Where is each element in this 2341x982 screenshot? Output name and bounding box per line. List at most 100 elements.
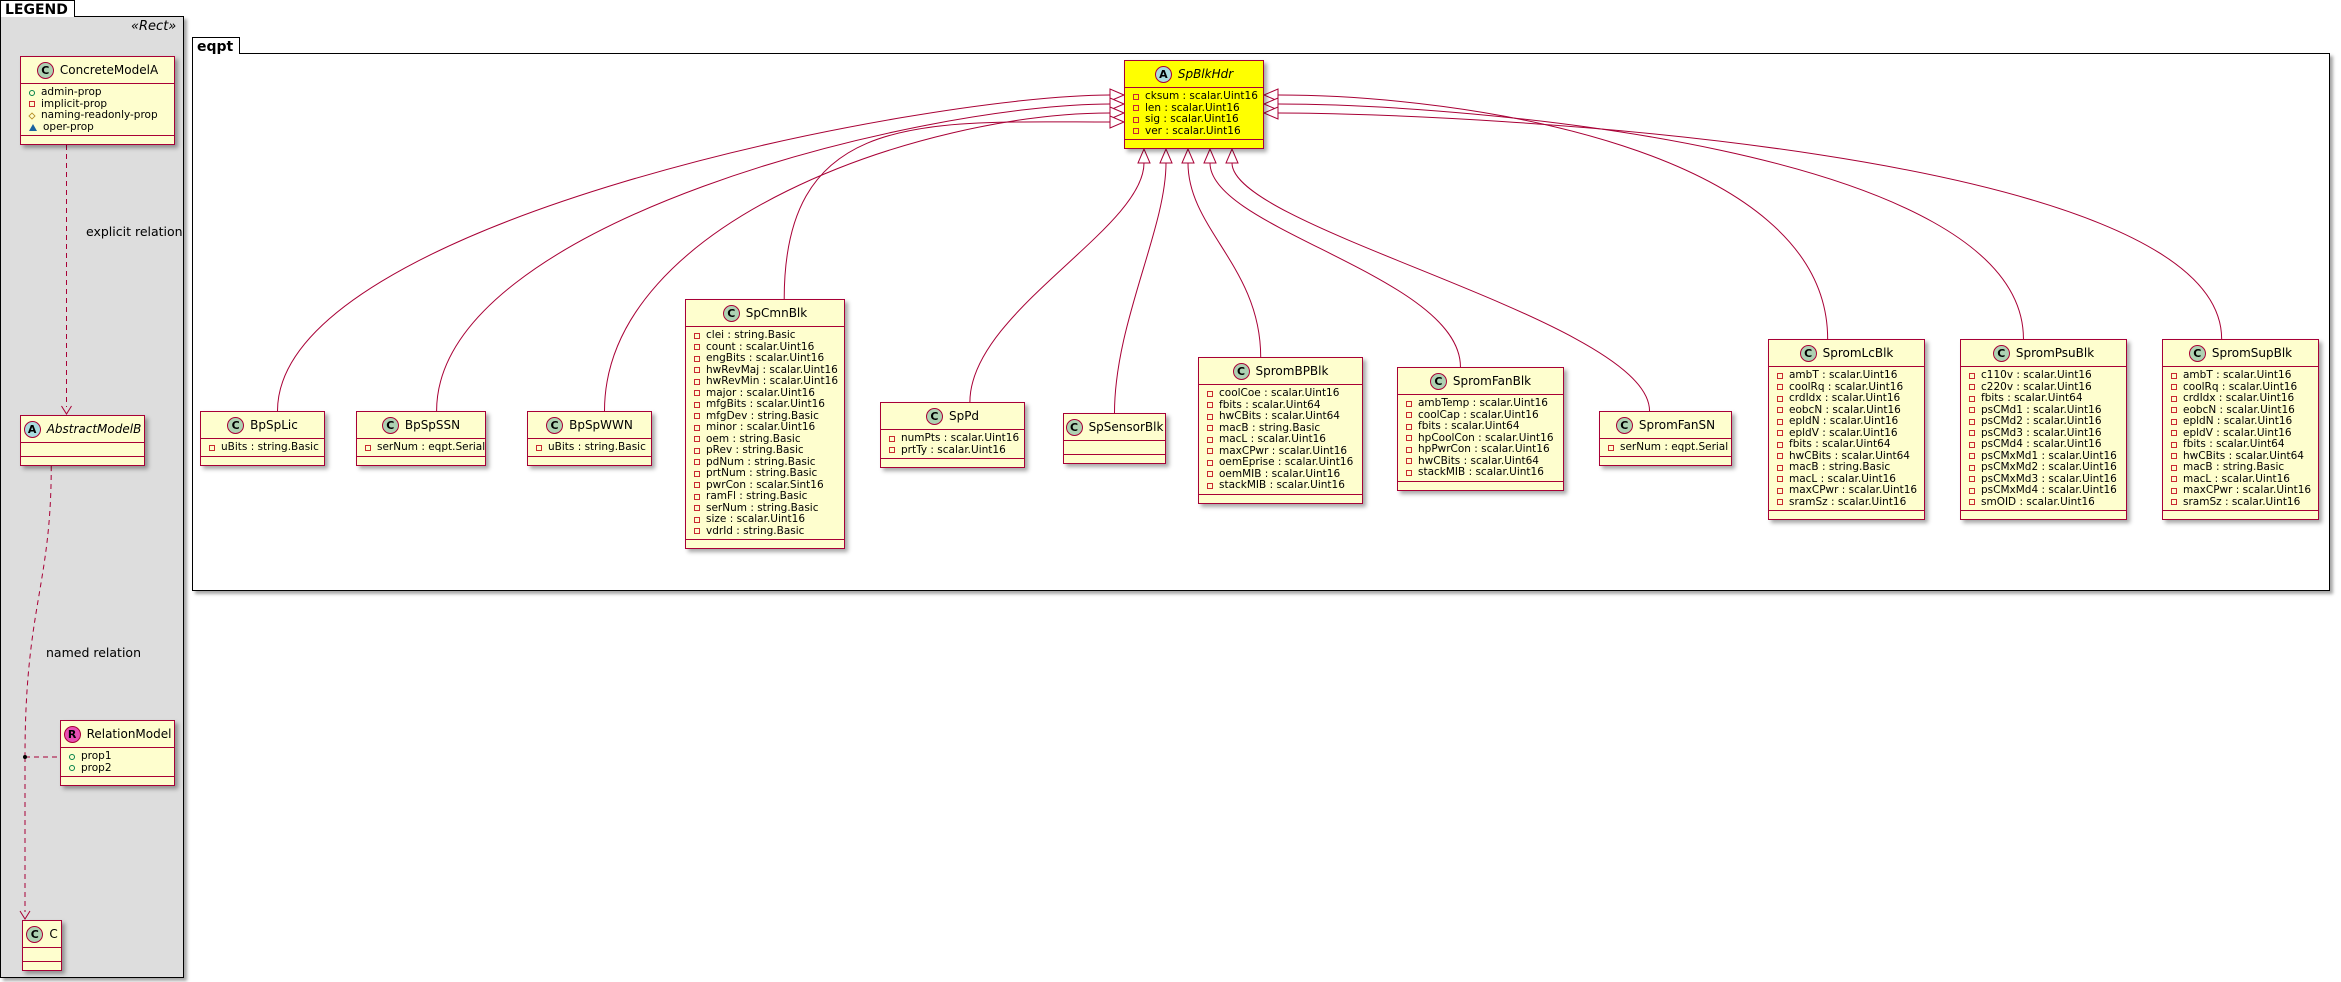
class-icon: C bbox=[1232, 362, 1250, 380]
attribute-text: ambT : scalar.Uint16 bbox=[1789, 369, 1898, 381]
attribute-row: macB : string.Basic bbox=[1777, 461, 1916, 474]
named-relation-line bbox=[24, 465, 52, 758]
private-visibility-icon bbox=[1207, 482, 1213, 489]
attribute-text: mfgBits : scalar.Uint16 bbox=[706, 398, 825, 410]
attribute-text: clei : string.Basic bbox=[706, 329, 796, 341]
attribute-text: admin-prop bbox=[41, 86, 102, 98]
class-sprom-fan-blk-operations bbox=[1398, 482, 1563, 490]
attribute-text: eobcN : scalar.Uint16 bbox=[1789, 403, 1901, 416]
legend-title: LEGEND bbox=[5, 2, 68, 18]
class-sprom-fan-sn-attributes: serNum : eqpt.Serial bbox=[1600, 439, 1731, 457]
private-visibility-icon bbox=[1133, 105, 1139, 112]
attribute-row: size : scalar.Uint16 bbox=[694, 513, 836, 526]
attribute-row: oem : string.Basic bbox=[694, 433, 836, 446]
named-relation-label: named relation bbox=[46, 645, 141, 660]
private-visibility-icon bbox=[1777, 464, 1783, 471]
attribute-text: pwrCon : scalar.Sint16 bbox=[706, 478, 824, 491]
private-visibility-icon bbox=[1406, 412, 1412, 419]
private-visibility-icon bbox=[365, 444, 371, 451]
attribute-text: psCMd4 : scalar.Uint16 bbox=[1981, 438, 2102, 450]
attribute-text: uBits : string.Basic bbox=[548, 441, 646, 453]
attribute-text: engBits : scalar.Uint16 bbox=[706, 352, 825, 364]
attribute-row: maxCPwr : scalar.Uint16 bbox=[2171, 484, 2312, 497]
inheritance-arrowhead bbox=[1159, 147, 1173, 164]
attribute-text: psCMxMd1 : scalar.Uint16 bbox=[1981, 449, 2117, 462]
attribute-text: serNum : eqpt.Serial bbox=[1620, 441, 1729, 453]
attribute-row: coolRq : scalar.Uint16 bbox=[1777, 381, 1916, 394]
sp-blk-hdr-name: SpBlkHdr bbox=[1177, 67, 1234, 81]
private-visibility-icon bbox=[1777, 407, 1783, 414]
inheritance-arrowhead bbox=[1181, 147, 1195, 164]
class-bp-sp-ssn-attributes: serNum : eqpt.Serial bbox=[357, 439, 485, 457]
private-visibility-icon bbox=[1969, 487, 1975, 494]
attribute-text: psCMd2 : scalar.Uint16 bbox=[1981, 415, 2102, 427]
private-visibility-icon bbox=[2171, 418, 2177, 425]
attribute-text: macL : scalar.Uint16 bbox=[2183, 472, 2290, 485]
private-visibility-icon bbox=[694, 482, 700, 489]
attribute-text: count : scalar.Uint16 bbox=[706, 340, 815, 353]
attribute-row: coolCoe : scalar.Uint16 bbox=[1207, 387, 1354, 400]
attribute-row: hwRevMaj : scalar.Uint16 bbox=[694, 364, 838, 377]
attribute-row: count : scalar.Uint16 bbox=[694, 340, 836, 354]
attribute-text: prop1 bbox=[81, 750, 112, 762]
inheritance-line bbox=[604, 112, 1111, 412]
private-visibility-icon bbox=[1777, 384, 1783, 391]
legend-class-c-name: C bbox=[49, 927, 58, 941]
attribute-text: maxCPwr : scalar.Uint16 bbox=[2183, 484, 2312, 496]
attribute-row: vdrId : string.Basic bbox=[694, 525, 836, 538]
attribute-row: psCMxMd2 : scalar.Uint16 bbox=[1969, 461, 2118, 474]
inheritance-line bbox=[436, 103, 1111, 412]
private-visibility-icon bbox=[694, 355, 700, 362]
attribute-text: pRev : string.Basic bbox=[706, 444, 804, 456]
attribute-text: fbits : scalar.Uint64 bbox=[1981, 392, 2083, 404]
private-visibility-icon bbox=[1207, 402, 1213, 409]
attribute-text: fbits : scalar.Uint64 bbox=[1789, 438, 1891, 450]
attribute-row: mfgBits : scalar.Uint16 bbox=[694, 398, 836, 411]
class-sprom-lc-blk-name: SpromLcBlk bbox=[1822, 346, 1894, 360]
attribute-row: sramSz : scalar.Uint16 bbox=[1777, 496, 1916, 509]
class-icon: C bbox=[36, 61, 54, 79]
attribute-row: naming-readonly-prop bbox=[28, 109, 166, 122]
class-icon: C bbox=[722, 304, 740, 322]
private-visibility-icon bbox=[1133, 116, 1139, 123]
private-visibility-icon bbox=[1969, 418, 1975, 425]
attribute-text: size : scalar.Uint16 bbox=[706, 513, 806, 525]
private-visibility-icon bbox=[2171, 395, 2177, 402]
private-visibility-icon bbox=[1406, 469, 1412, 476]
eqpt-package-tab: eqpt bbox=[192, 37, 241, 55]
attribute-text: psCMd3 : scalar.Uint16 bbox=[1981, 426, 2102, 439]
class-sprom-lc-blk-operations bbox=[1769, 511, 1924, 519]
attribute-row: ver : scalar.Uint16 bbox=[1133, 124, 1255, 138]
relation-model-name: RelationModel bbox=[86, 727, 172, 741]
class-bp-sp-wwn-attributes: uBits : string.Basic bbox=[528, 439, 651, 457]
private-visibility-icon bbox=[2171, 407, 2177, 414]
attribute-row: hwCBits : scalar.Uint64 bbox=[1406, 455, 1555, 468]
attribute-row: len : scalar.Uint16 bbox=[1133, 102, 1255, 115]
attribute-text: ver : scalar.Uint16 bbox=[1145, 124, 1241, 137]
concrete-model-a-operations bbox=[21, 136, 174, 144]
private-visibility-icon bbox=[694, 378, 700, 385]
